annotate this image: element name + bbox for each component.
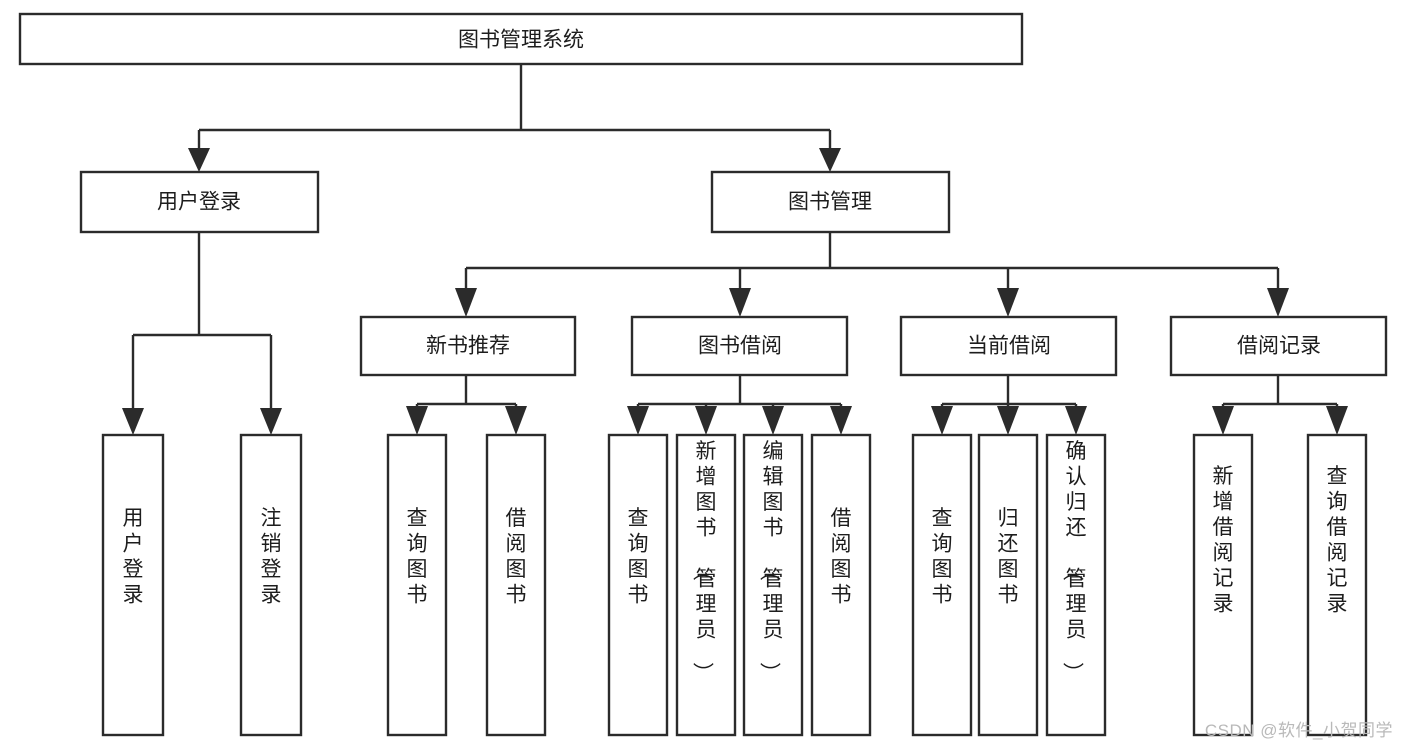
leaf-logout[interactable]: 注销登录: [239, 433, 303, 737]
arrow-head-borrowrecord: [1267, 288, 1289, 317]
leaf-add-book[interactable]: 新增图书（管理员）: [675, 433, 737, 737]
node-new-book-recommend-label: 新书推荐: [426, 335, 510, 358]
node-book-borrow-label: 图书借阅: [698, 335, 782, 358]
arrow-head-leaf-query-record: [1326, 406, 1348, 435]
node-book-borrow[interactable]: 图书借阅: [630, 315, 849, 377]
arrow-head-bookborrow: [729, 288, 751, 317]
arrow-head-newbook: [455, 288, 477, 317]
arrow-head-leaf-add-record: [1212, 406, 1234, 435]
arrow-head-leaf-user-login: [122, 408, 144, 435]
connector-layer: [122, 64, 1348, 435]
leaf-add-book-box[interactable]: [675, 433, 737, 737]
node-root-book-management-system[interactable]: 图书管理系统: [18, 12, 1024, 66]
node-book-management-label: 图书管理: [788, 191, 872, 214]
node-new-book-recommend[interactable]: 新书推荐: [359, 315, 577, 377]
node-book-management[interactable]: 图书管理: [710, 170, 951, 234]
leaf-borrow-book-recommend[interactable]: 借阅图书: [485, 433, 547, 737]
arrow-head-leaf-confirm-return: [1065, 406, 1087, 435]
leaf-confirm-return[interactable]: 确认归还（管理员）: [1045, 433, 1107, 737]
node-book-management-box[interactable]: [710, 170, 951, 234]
leaf-add-borrow-record-label: 新增借阅记录: [1213, 465, 1234, 616]
leaf-confirm-return-label: 确认归还（管理员）: [1061, 440, 1087, 683]
arrow-head-currentborrow: [997, 288, 1019, 317]
node-user-login-label: 用户登录: [157, 191, 241, 214]
node-new-book-recommend-box[interactable]: [359, 315, 577, 377]
node-user-login-box[interactable]: [79, 170, 320, 234]
node-current-borrow-label: 当前借阅: [967, 335, 1051, 358]
leaf-add-borrow-record-box[interactable]: [1192, 433, 1254, 737]
leaf-borrow-book-recommend-label: 借阅图书: [506, 507, 527, 607]
node-borrow-record-box[interactable]: [1169, 315, 1388, 377]
node-current-borrow[interactable]: 当前借阅: [899, 315, 1118, 377]
leaf-user-login[interactable]: 用户登录: [101, 433, 165, 737]
arrow-head-leaf-return-book: [997, 406, 1019, 435]
leaf-return-book-box[interactable]: [977, 433, 1039, 737]
leaf-user-login-label: 用户登录: [123, 507, 144, 607]
arrow-head-leaf-borrow-book-1: [505, 406, 527, 435]
leaf-logout-label: 注销登录: [261, 507, 282, 607]
leaf-query-book-recommend-box[interactable]: [386, 433, 448, 737]
node-current-borrow-box[interactable]: [899, 315, 1118, 377]
leaf-add-book-label: 新增图书（管理员）: [691, 440, 717, 683]
leaf-query-book-borrow-label: 查询图书: [628, 507, 649, 607]
leaf-query-book-recommend[interactable]: 查询图书: [386, 433, 448, 737]
leaf-logout-box[interactable]: [239, 433, 303, 737]
leaf-query-borrow-record-label: 查询借阅记录: [1327, 465, 1348, 616]
leaf-user-login-box[interactable]: [101, 433, 165, 737]
leaf-return-book[interactable]: 归还图书: [977, 433, 1039, 737]
leaf-query-book-borrow-box[interactable]: [607, 433, 669, 737]
leaf-query-borrow-record-box[interactable]: [1306, 433, 1368, 737]
node-user-login[interactable]: 用户登录: [79, 170, 320, 234]
arrow-head-leaf-query-book-1: [406, 406, 428, 435]
leaf-query-book-current-label: 查询图书: [932, 507, 953, 607]
leaf-query-borrow-record[interactable]: 查询借阅记录: [1306, 433, 1368, 737]
leaf-add-borrow-record[interactable]: 新增借阅记录: [1192, 433, 1254, 737]
leaf-return-book-label: 归还图书: [998, 507, 1019, 607]
leaf-query-book-current-box[interactable]: [911, 433, 973, 737]
leaf-query-book-current[interactable]: 查询图书: [911, 433, 973, 737]
leaf-confirm-return-box[interactable]: [1045, 433, 1107, 737]
leaf-borrow-book[interactable]: 借阅图书: [810, 433, 872, 737]
node-book-borrow-box[interactable]: [630, 315, 849, 377]
leaf-query-book-recommend-label: 查询图书: [407, 507, 428, 607]
arrow-head-leaf-logout: [260, 408, 282, 435]
leaf-edit-book-label: 编辑图书（管理员）: [758, 440, 784, 683]
node-borrow-record[interactable]: 借阅记录: [1169, 315, 1388, 377]
arrow-head-leaf-edit-book: [762, 406, 784, 435]
arrow-head-bookmgmt: [819, 148, 841, 172]
arrow-head-leaf-add-book: [695, 406, 717, 435]
node-borrow-record-label: 借阅记录: [1237, 335, 1321, 358]
arrow-head-leaf-query-book-2: [627, 406, 649, 435]
leaf-borrow-book-recommend-box[interactable]: [485, 433, 547, 737]
node-root-label: 图书管理系统: [458, 29, 584, 52]
arrow-head-leaf-query-book-3: [931, 406, 953, 435]
node-root-box[interactable]: [18, 12, 1024, 66]
leaf-edit-book-box[interactable]: [742, 433, 804, 737]
leaf-edit-book[interactable]: 编辑图书（管理员）: [742, 433, 804, 737]
leaf-borrow-book-label: 借阅图书: [831, 507, 852, 607]
leaf-borrow-book-box[interactable]: [810, 433, 872, 737]
arrow-head-leaf-borrow-book-2: [830, 406, 852, 435]
arrow-head-userlogin: [188, 148, 210, 172]
leaf-query-book-borrow[interactable]: 查询图书: [607, 433, 669, 737]
